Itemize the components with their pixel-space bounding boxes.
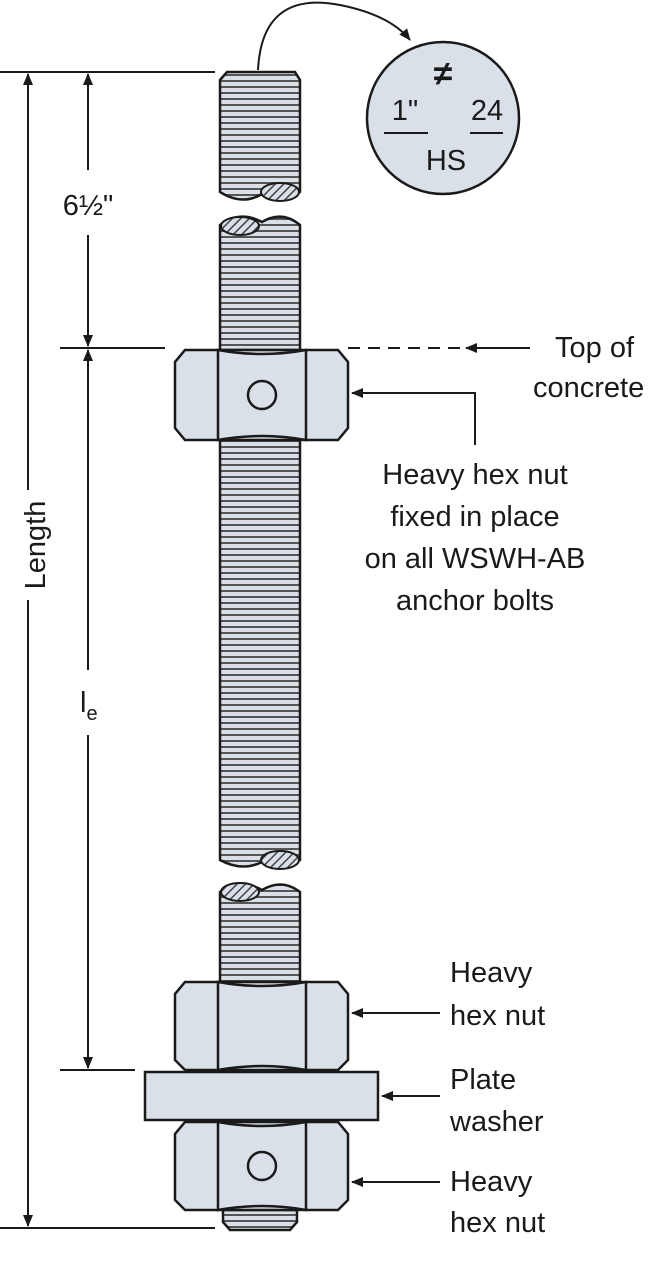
plate-washer-callout: Plate washer [381,1064,544,1138]
fixed-heavy-hex-nut [173,348,350,442]
svg-text:anchor bolts: anchor bolts [396,585,554,617]
stamp-grade: HS [426,145,466,177]
fixed-nut-callout: Heavy hex nut fixed in place on all WSWH… [351,388,586,617]
head-stamp-detail: ≠ 1" 24 HS [257,1,521,196]
svg-text:concrete: concrete [533,372,644,404]
svg-text:washer: washer [449,1106,544,1138]
embed-length-label: le [80,687,98,725]
svg-text:Top of: Top of [555,332,635,364]
length-label: Length [20,501,52,590]
svg-text:fixed in place: fixed in place [390,501,559,533]
svg-text:hex nut: hex nut [450,1000,545,1032]
svg-text:Heavy: Heavy [450,1166,533,1198]
svg-text:Plate: Plate [450,1064,516,1096]
stamp-symbol: ≠ [434,55,453,93]
top-dimension-label: 6½" [63,190,114,222]
svg-text:Heavy: Heavy [450,957,533,989]
stamp-length-code: 24 [471,95,503,127]
threaded-rod [218,70,302,1232]
top-of-concrete-callout: Top of concrete [348,332,644,404]
plate-washer [143,1070,380,1122]
heavy-nut-upper-callout: Heavy hex nut [351,957,545,1032]
svg-text:Heavy hex nut: Heavy hex nut [382,459,567,491]
heavy-nut-lower-callout: Heavy hex nut [351,1166,545,1239]
svg-text:hex nut: hex nut [450,1207,545,1239]
heavy-hex-nut-upper [173,980,350,1072]
stamp-diameter: 1" [392,95,418,127]
svg-text:on all WSWH-AB: on all WSWH-AB [365,543,586,575]
dimension-lines [0,71,215,1229]
heavy-hex-nut-lower [173,1120,350,1212]
